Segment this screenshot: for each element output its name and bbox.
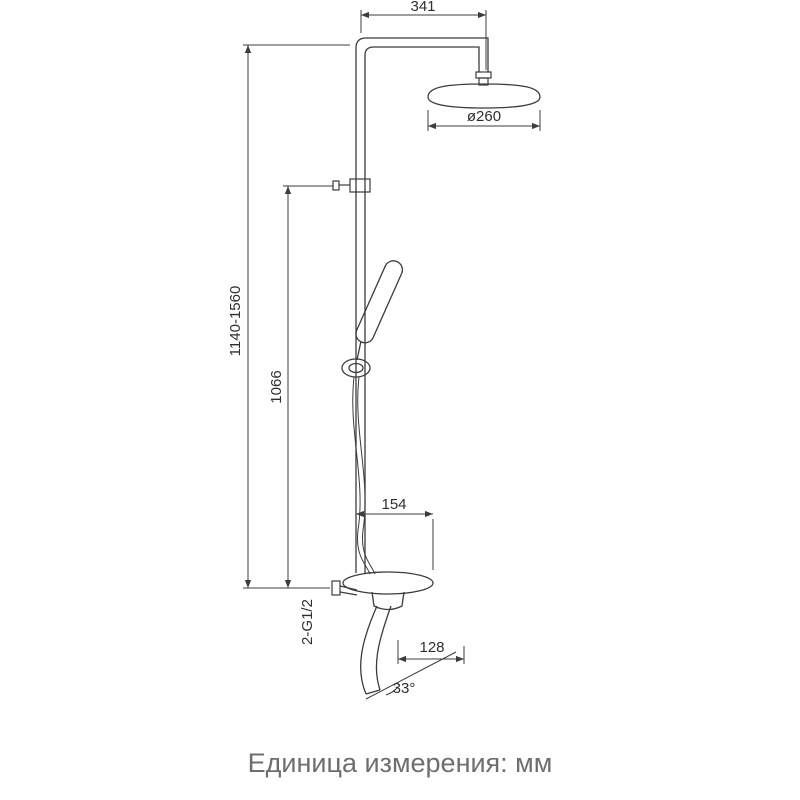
dim-head-diameter: ø260 [427,108,541,131]
dim-spout-reach: 128 [397,639,465,664]
shower-column-pipe [355,37,489,573]
dim-bar-height-label: 1066 [268,370,285,403]
dim-spout-angle: 33° [365,651,457,700]
dim-thread: 2-G1/2 [299,599,316,645]
hand-shower [341,260,404,378]
dim-shelf-depth-label: 154 [381,496,406,513]
dim-head-diameter-label: ø260 [467,108,501,125]
overhead-shower [427,83,541,109]
dim-thread-label: 2-G1/2 [299,599,316,645]
shower-head-connector [475,71,492,86]
dim-spout-reach-label: 128 [419,639,444,656]
dim-height-range-label: 1140-1560 [227,286,244,357]
spout [360,605,392,695]
dim-top-width-label: 341 [410,0,435,15]
units-caption: Единица измерения: мм [248,748,553,778]
dim-bar-height: 1066 [268,185,333,588]
dim-shelf-depth: 154 [356,496,434,570]
mixer-shelf [342,571,434,611]
dim-height-range: 1140-1560 [227,44,350,589]
dim-spout-angle-label: 33° [393,680,416,697]
mixer-handle [331,580,358,596]
dim-top-width: 341 [360,0,487,70]
